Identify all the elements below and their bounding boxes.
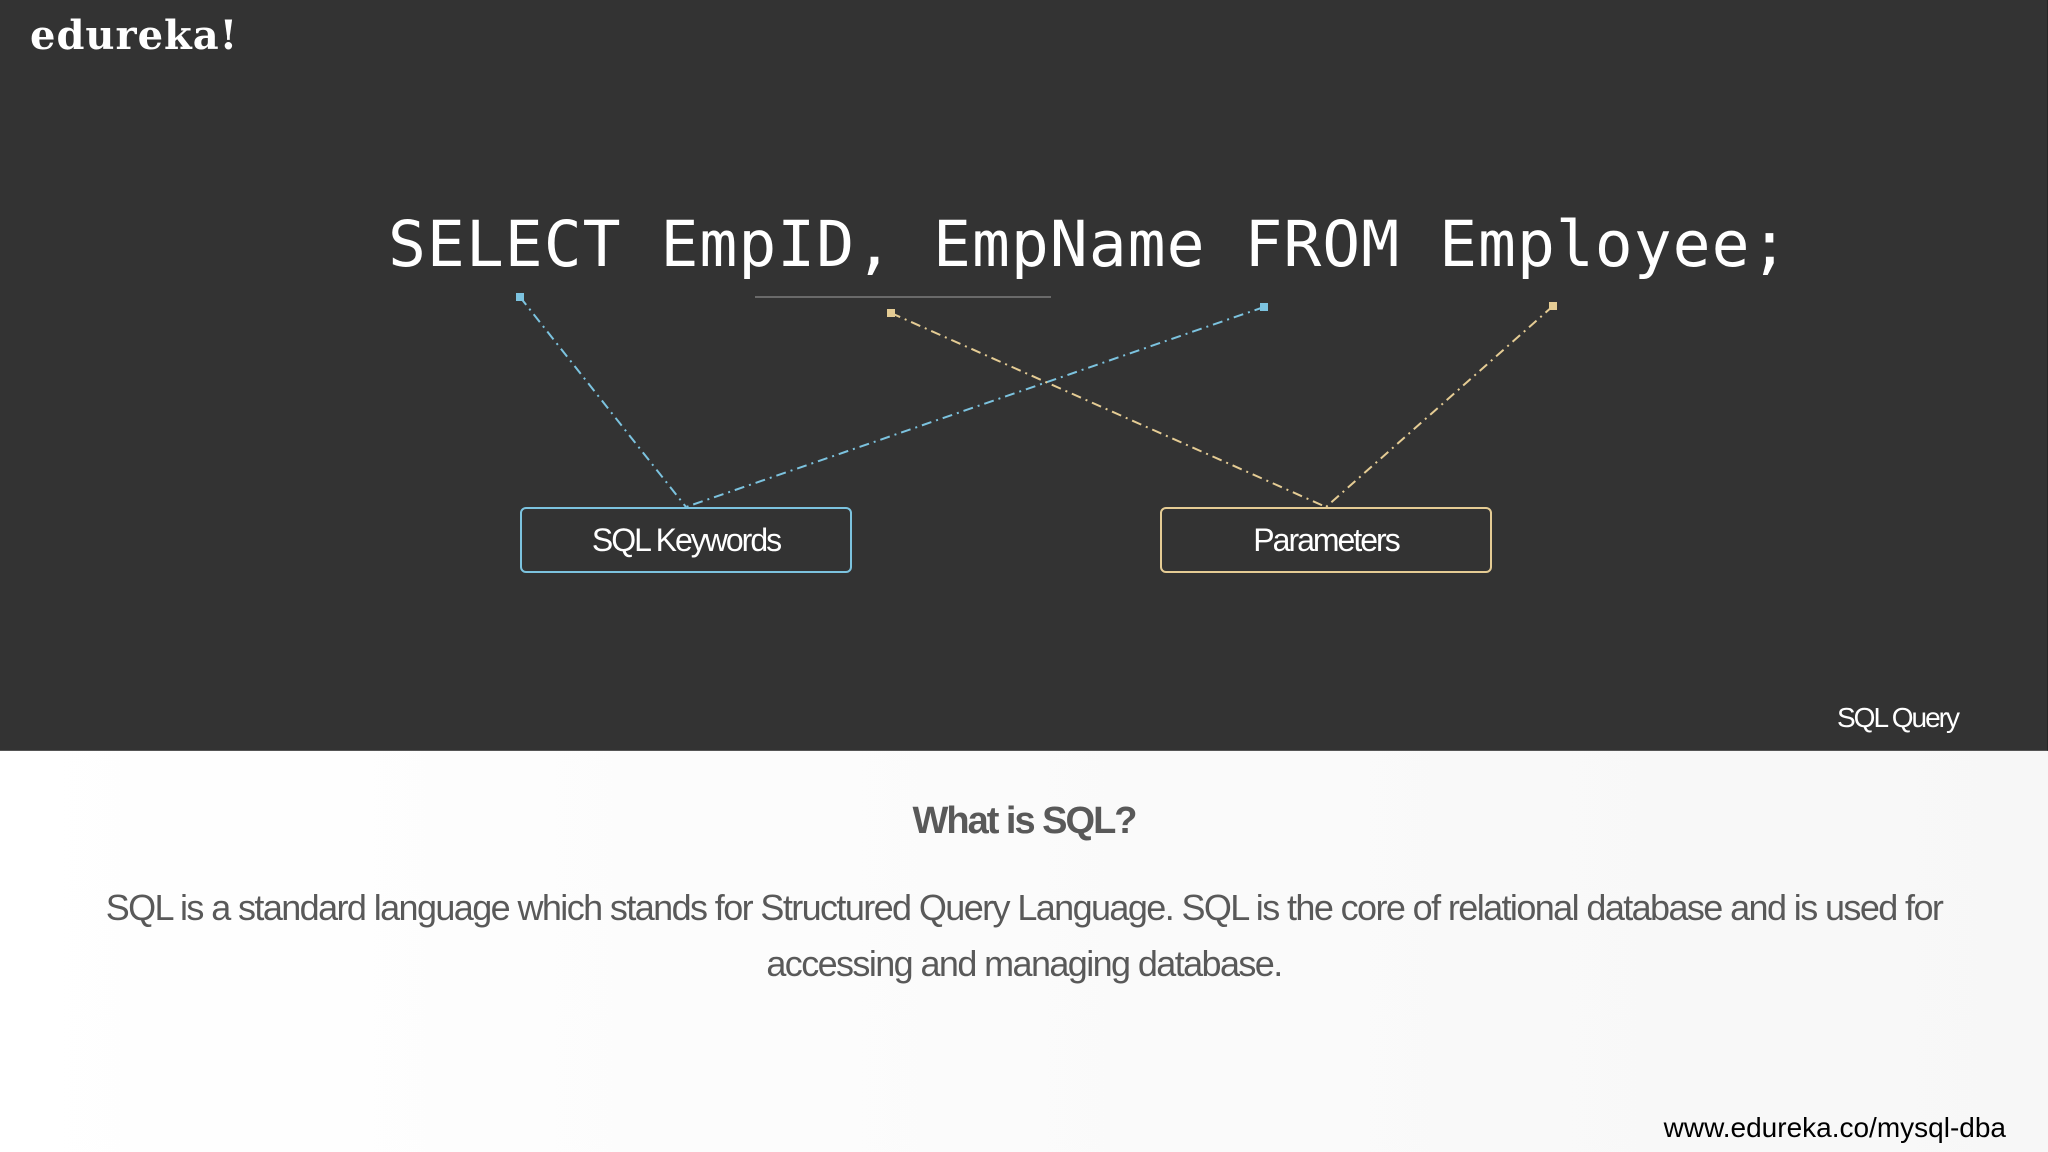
parameters-label: Parameters	[1253, 521, 1400, 558]
slide-description: SQL is a standard language which stands …	[105, 887, 1944, 984]
slide-heading: What is SQL?	[912, 800, 1138, 842]
parameter-connector-employee	[1325, 305, 1554, 508]
keyword-anchor-select	[516, 293, 524, 301]
parameter-anchor-employee	[1549, 302, 1557, 310]
parameters-label-box: Parameters	[1160, 507, 1492, 573]
query-underline	[755, 296, 1051, 298]
sql-keywords-label-box: SQL Keywords	[520, 507, 852, 573]
footer-url: www.edureka.co/mysql-dba	[1663, 1112, 2006, 1143]
sql-query-text: SELECT EmpID, EmpName FROM Employee;	[388, 208, 1790, 281]
panel-caption: SQL Query	[1836, 702, 1960, 733]
connector-lines	[516, 293, 1557, 508]
keyword-anchor-from	[1260, 303, 1268, 311]
parameter-anchor-empname	[887, 309, 895, 317]
sql-keywords-label: SQL Keywords	[591, 521, 782, 558]
query-panel: edureka! SELECT EmpID, EmpName FROM Empl…	[0, 0, 2048, 751]
keyword-connector-select	[519, 296, 687, 508]
parameter-connector-empname	[890, 312, 1327, 508]
keyword-connector-from	[685, 306, 1265, 508]
edureka-logo: edureka!	[30, 12, 239, 59]
